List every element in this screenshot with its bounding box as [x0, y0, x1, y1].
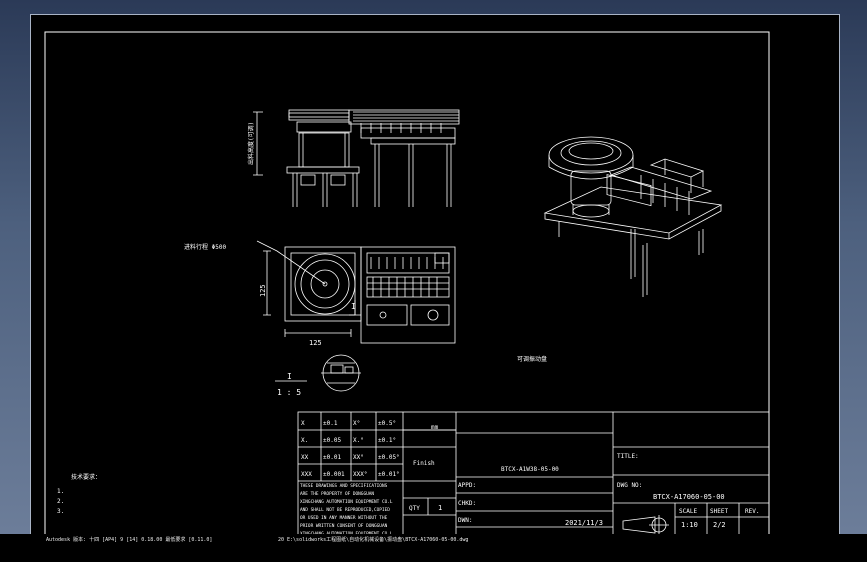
svg-text:XXX°: XXX°: [353, 471, 367, 478]
detail-scale: 1 : 5: [277, 388, 301, 397]
tolerance-table: X ±0.1 X° ±0.5° X. ±0.05 X.° ±0.1° XX ±0…: [301, 420, 400, 478]
appd-label: APPD:: [458, 482, 476, 489]
dwn-label: DWN:: [458, 517, 472, 524]
scale-label: SCALE: [679, 508, 697, 515]
status-left-text: Autodesk 版本: 十四 [AP4] 9 [14] 0.18.00 最低要…: [46, 537, 213, 543]
svg-text:X.: X.: [301, 437, 308, 444]
svg-text:2.: 2.: [57, 498, 64, 505]
svg-text:THESE DRAWINGS AND SPECIFICATI: THESE DRAWINGS AND SPECIFICATIONS: [300, 483, 388, 489]
finish-label: Finish: [413, 460, 435, 467]
qty-label: QTY: [409, 505, 420, 512]
svg-text:±0.001: ±0.001: [323, 471, 345, 478]
rev-label: REV.: [745, 508, 759, 515]
scale-value: 1:10: [681, 521, 698, 529]
svg-text:XXX: XXX: [301, 471, 312, 478]
sheet-label: SHEET: [710, 508, 728, 515]
svg-text:出料高度(可调): 出料高度(可调): [247, 122, 255, 165]
svg-text:XX: XX: [301, 454, 309, 461]
date-value: 2021/11/3: [565, 519, 603, 527]
drawing-border: [44, 31, 770, 545]
drawing-canvas[interactable]: 出料高度(可调) 进料行程 Φ500: [31, 15, 839, 547]
top-view: [256, 240, 456, 344]
dim-125-horizontal: 125: [309, 339, 322, 347]
technical-notes: 技术要求： 1. 2. 3.: [57, 473, 101, 515]
copyright-notice: THESE DRAWINGS AND SPECIFICATIONS ARE TH…: [300, 483, 393, 537]
qty-value: 1: [438, 504, 442, 512]
status-bar: Autodesk 版本: 十四 [AP4] 9 [14] 0.18.00 最低要…: [0, 534, 867, 562]
svg-text:±0.05°: ±0.05°: [378, 454, 400, 461]
svg-text:可调振动盘: 可调振动盘: [517, 355, 547, 363]
dwg-number: BTCX-A17060-05-00: [653, 493, 725, 501]
svg-text:PRIOR WRITTEN CONSENT OF DONGG: PRIOR WRITTEN CONSENT OF DONGGUAN: [300, 523, 388, 529]
chkd-label: CHKD:: [458, 500, 476, 507]
sheet-value: 2/2: [713, 521, 726, 529]
svg-text:±0.01°: ±0.01°: [378, 471, 400, 478]
svg-text:X: X: [301, 420, 305, 427]
svg-text:1.: 1.: [57, 488, 64, 495]
svg-text:±0.01: ±0.01: [323, 454, 341, 461]
svg-text:±0.05: ±0.05: [323, 437, 341, 444]
dim-125-vertical: 125: [259, 284, 267, 297]
status-file-path: 20 E:\solidworks工程图纸\自动化机械设备\振动盘\BTCX-A1…: [278, 537, 469, 543]
svg-text:±0.5°: ±0.5°: [378, 420, 396, 427]
svg-text:技术要求：: 技术要求：: [71, 473, 101, 481]
svg-text:进料行程 Φ500: 进料行程 Φ500: [184, 243, 226, 251]
title-label: TITLE:: [617, 453, 639, 460]
drawing-viewport[interactable]: 出料高度(可调) 进料行程 Φ500: [30, 14, 840, 548]
svg-text:±0.1°: ±0.1°: [378, 437, 396, 444]
svg-text:AND SHALL NOT BE REPRODUCED,CO: AND SHALL NOT BE REPRODUCED,COPIED: [300, 507, 390, 513]
section-mark: I: [351, 302, 356, 311]
svg-text:3.: 3.: [57, 508, 64, 515]
drawing-code: BTCX-A1W38-05-00: [501, 466, 559, 473]
svg-text:XINGCHANG AUTOMATION EQUIPMENT: XINGCHANG AUTOMATION EQUIPMENT CO.L: [300, 499, 393, 505]
svg-text:X.°: X.°: [353, 437, 364, 444]
svg-text:OR USED IN ANY MANNER WITHOUT: OR USED IN ANY MANNER WITHOUT THE: [300, 515, 388, 521]
detail-label: I: [287, 372, 292, 381]
dwg-label: DWG NO:: [617, 482, 642, 489]
isometric-view: [543, 136, 723, 297]
unit-label: mm: [431, 424, 439, 431]
detail-view: [275, 354, 361, 392]
svg-text:ARE THE PROPERTY OF DONGGUAN: ARE THE PROPERTY OF DONGGUAN: [300, 491, 374, 497]
svg-text:XX°: XX°: [353, 454, 364, 461]
front-view: [253, 109, 460, 207]
svg-text:X°: X°: [353, 420, 360, 427]
svg-text:±0.1: ±0.1: [323, 420, 338, 427]
